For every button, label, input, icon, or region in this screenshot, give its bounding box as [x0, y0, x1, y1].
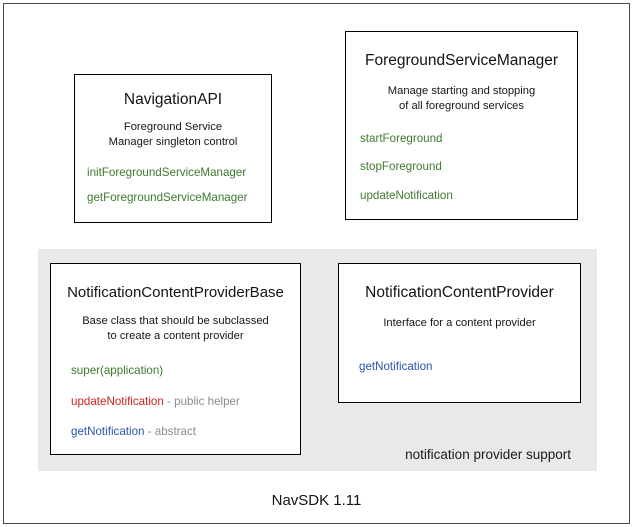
- method-name: startForeground: [360, 131, 443, 145]
- method-name: super(application): [71, 364, 164, 378]
- method-item[interactable]: updateNotification - public helper: [71, 395, 300, 409]
- method-name: updateNotification: [360, 188, 453, 202]
- class-box-foreground-service-manager[interactable]: ForegroundServiceManager Manage starting…: [345, 31, 578, 220]
- class-description-line: of all foreground services: [399, 99, 524, 112]
- class-title: NotificationContentProvider: [365, 284, 554, 301]
- method-item[interactable]: getForegroundServiceManager: [87, 191, 271, 205]
- method-item[interactable]: startForeground: [360, 132, 577, 146]
- method-note: - abstract: [144, 425, 197, 439]
- method-item[interactable]: super(application): [71, 364, 300, 378]
- method-item[interactable]: initForegroundServiceManager: [87, 166, 271, 180]
- class-description: Base class that should be subclassed to …: [51, 314, 300, 344]
- class-title: NotificationContentProviderBase: [67, 284, 284, 301]
- class-description-line: to create a content provider: [107, 330, 244, 343]
- method-item[interactable]: stopForeground: [360, 160, 577, 174]
- class-description: Foreground Service Manager singleton con…: [75, 120, 271, 150]
- method-name: getNotification: [359, 359, 433, 373]
- method-list: initForegroundServiceManager getForegrou…: [87, 166, 271, 206]
- method-item[interactable]: updateNotification: [360, 189, 577, 203]
- method-name: updateNotification: [71, 394, 164, 408]
- class-box-navigation-api[interactable]: NavigationAPI Foreground Service Manager…: [74, 74, 272, 223]
- class-box-notification-content-provider-base[interactable]: NotificationContentProviderBase Base cla…: [50, 263, 301, 455]
- class-description: Interface for a content provider: [339, 316, 580, 331]
- class-title: ForegroundServiceManager: [365, 52, 558, 69]
- method-name: getForegroundServiceManager: [87, 191, 248, 205]
- class-description: Manage starting and stopping of all fore…: [346, 84, 577, 114]
- class-description-line: Manage starting and stopping: [387, 84, 536, 97]
- class-description-line: Base class that should be subclassed: [82, 315, 269, 327]
- method-list: getNotification: [359, 360, 580, 374]
- class-description-line: Manager singleton control: [108, 135, 238, 148]
- group-panel-label: notification provider support: [405, 447, 571, 462]
- method-name: initForegroundServiceManager: [87, 165, 247, 179]
- method-list: super(application) updateNotification - …: [71, 364, 300, 439]
- method-item[interactable]: getNotification - abstract: [71, 425, 300, 439]
- method-list: startForeground stopForeground updateNot…: [360, 132, 577, 203]
- method-note: - public helper: [163, 394, 240, 408]
- method-item[interactable]: getNotification: [359, 360, 580, 374]
- class-box-notification-content-provider[interactable]: NotificationContentProvider Interface fo…: [338, 263, 581, 403]
- method-name: getNotification: [71, 425, 145, 439]
- diagram-caption: NavSDK 1.11: [271, 492, 362, 509]
- method-name: stopForeground: [360, 160, 442, 174]
- class-title: NavigationAPI: [123, 91, 223, 108]
- class-description-line: Interface for a content provider: [383, 316, 536, 329]
- class-description-line: Foreground Service: [123, 120, 223, 133]
